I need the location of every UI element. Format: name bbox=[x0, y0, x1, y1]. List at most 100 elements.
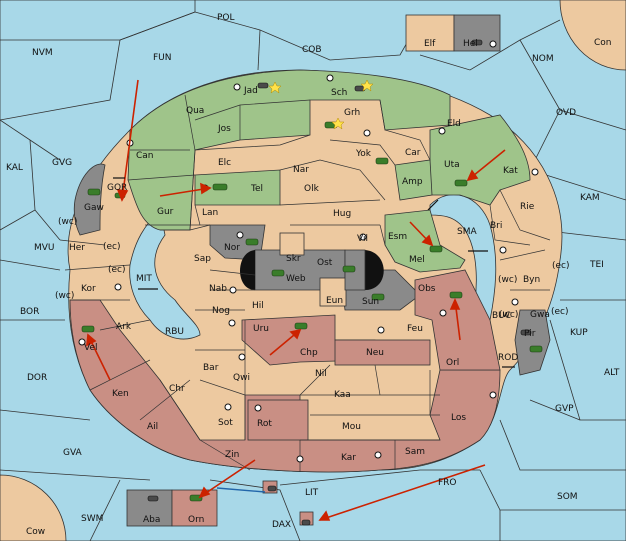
province-cow[interactable] bbox=[0, 474, 67, 541]
sea-label: BOR bbox=[20, 307, 39, 317]
province-label: Vil bbox=[357, 234, 368, 244]
province-label: Sap bbox=[194, 254, 211, 264]
province-label: Ken bbox=[112, 389, 129, 399]
coast-label: (ec) bbox=[552, 261, 570, 271]
province-label: Sun bbox=[362, 297, 379, 307]
region-north-green bbox=[127, 69, 451, 231]
province-skr[interactable] bbox=[279, 232, 305, 256]
sea-label: SOM bbox=[557, 492, 578, 502]
province-label: Nor bbox=[224, 243, 240, 253]
province-amp[interactable] bbox=[394, 159, 433, 201]
sea-label: ROD bbox=[498, 353, 518, 363]
coast-label: (wc) bbox=[499, 310, 518, 320]
sea-label: KAM bbox=[580, 193, 600, 203]
province-neu[interactable] bbox=[334, 339, 431, 366]
province-con[interactable] bbox=[559, 0, 626, 71]
sea-label: Con bbox=[594, 38, 612, 48]
province-label: Mou bbox=[342, 422, 361, 432]
province-label: Neu bbox=[366, 348, 384, 358]
province-label: Hil bbox=[252, 301, 264, 311]
province-gaw[interactable] bbox=[73, 163, 106, 236]
province-label: Chr bbox=[169, 384, 185, 394]
province-label: Rot bbox=[257, 419, 272, 429]
province-label: Feu bbox=[407, 324, 423, 334]
sea-label: NOM bbox=[532, 54, 554, 64]
sea-label: LIT bbox=[305, 488, 319, 498]
province-label: Tel bbox=[250, 184, 263, 194]
coast-label: (wc) bbox=[55, 291, 74, 301]
black-cap-right bbox=[365, 250, 384, 290]
province-label: Elf bbox=[424, 39, 436, 49]
province-label: Lan bbox=[202, 208, 218, 218]
province-label: Jad bbox=[243, 86, 258, 96]
province-label: Uta bbox=[444, 160, 460, 170]
province-label: Elc bbox=[218, 158, 231, 168]
sea-label: Cow bbox=[26, 527, 45, 537]
passage-arrows bbox=[113, 177, 515, 368]
province-label: Hel bbox=[463, 39, 478, 49]
land-labels: Elf Hel Jad Sch Qua Grh Jos Eld Can Yok … bbox=[69, 39, 550, 525]
province-label: Uru bbox=[253, 324, 269, 334]
sea-label: SWM bbox=[81, 514, 103, 524]
coast-label: (wc) bbox=[58, 217, 77, 227]
province-label: Bar bbox=[203, 363, 219, 373]
sea-label: POL bbox=[217, 13, 235, 23]
province-label: Ail bbox=[147, 422, 158, 432]
province-label: Hug bbox=[333, 209, 351, 219]
province-label: Olk bbox=[304, 184, 320, 194]
coast-label: (ec) bbox=[551, 307, 569, 317]
province-label: Aba bbox=[143, 515, 160, 525]
coast-label: (wc) bbox=[498, 275, 517, 285]
army-units bbox=[81, 39, 543, 526]
province-label: Orl bbox=[446, 358, 459, 368]
sea-label: GVP bbox=[555, 404, 574, 414]
province-label: Rie bbox=[520, 202, 535, 212]
sea-label: KAL bbox=[6, 163, 23, 173]
sea-label: ALT bbox=[604, 368, 620, 378]
sea-label: NVM bbox=[32, 48, 53, 58]
sea-label: COB bbox=[302, 45, 322, 55]
province-label: Kor bbox=[81, 284, 96, 294]
province-label: Vel bbox=[84, 343, 98, 353]
province-pir[interactable] bbox=[514, 309, 551, 376]
province-label: Kar bbox=[341, 453, 356, 463]
province-label: Byn bbox=[523, 275, 540, 285]
province-rot[interactable] bbox=[247, 399, 309, 441]
sea-label: MIT bbox=[136, 274, 152, 284]
province-label: Bri bbox=[490, 221, 502, 231]
coast-label: (ec) bbox=[108, 265, 126, 275]
province-label: Gwa bbox=[530, 310, 550, 320]
province-label: Chp bbox=[300, 348, 318, 358]
sea-label: MVU bbox=[34, 243, 55, 253]
province-eun[interactable] bbox=[319, 277, 347, 307]
sea-label: FUN bbox=[153, 53, 172, 63]
province-label: Car bbox=[405, 148, 421, 158]
sea-label: DAX bbox=[272, 520, 291, 530]
province-label: Jos bbox=[217, 124, 231, 134]
province-label: Gaw bbox=[84, 203, 104, 213]
sea-label: KUP bbox=[570, 328, 588, 338]
province-label: Ark bbox=[116, 322, 132, 332]
province-label: Nog bbox=[212, 306, 230, 316]
province-label: Nar bbox=[293, 165, 309, 175]
sea-label: FRO bbox=[438, 478, 457, 488]
sea-label: OVD bbox=[556, 108, 576, 118]
province-label: Nil bbox=[315, 369, 327, 379]
province-label: Kat bbox=[503, 166, 518, 176]
province-label: Nab bbox=[209, 284, 227, 294]
province-label: Qwi bbox=[233, 373, 250, 383]
province-label: Skr bbox=[286, 254, 301, 264]
sea-label: BUC bbox=[492, 311, 511, 321]
order-arrows bbox=[86, 79, 506, 521]
sea-label: RBU bbox=[165, 327, 184, 337]
province-label: Eld bbox=[447, 119, 461, 129]
convoy-line bbox=[216, 487, 266, 493]
province-elf[interactable] bbox=[405, 14, 455, 52]
sea-label: GVG bbox=[52, 158, 72, 168]
province-label: Sch bbox=[331, 88, 347, 98]
sea-label: GVA bbox=[63, 448, 83, 458]
province-label: Zin bbox=[225, 450, 239, 460]
